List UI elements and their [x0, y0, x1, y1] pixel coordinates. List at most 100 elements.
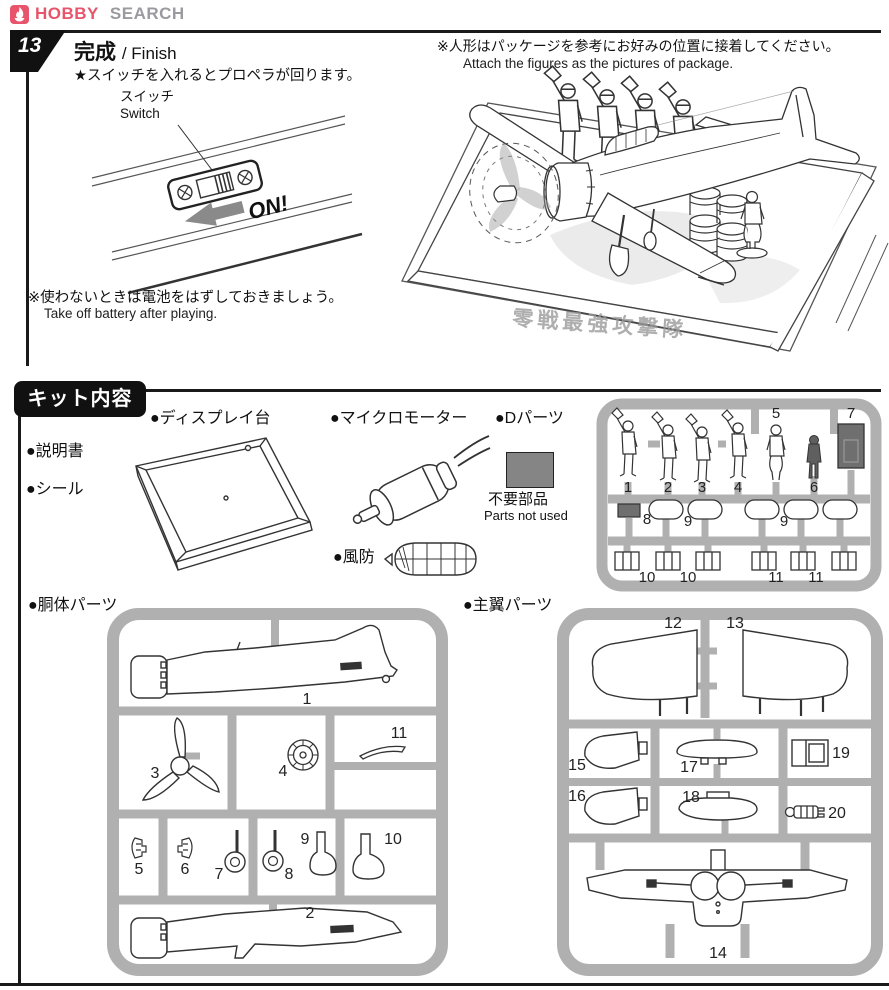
on-label: ON! [246, 190, 291, 224]
switch-illustration: ON! [167, 159, 291, 226]
fuselage-parts-sprue: 1 3 4 11 5 6 7 8 9 10 2 [107, 608, 448, 976]
section1-top-rule [55, 30, 881, 33]
part-number: 11 [808, 569, 824, 586]
battery-box-19 [791, 739, 829, 767]
step-title-jp: 完成 [74, 41, 116, 64]
canopy-illustration [383, 542, 477, 576]
on-arrow [184, 201, 245, 226]
micro-motor-illustration [352, 435, 491, 526]
part-number: 1 [303, 691, 312, 708]
gear-part-20 [784, 805, 825, 819]
part-number: 4 [734, 479, 742, 496]
part-number: 10 [384, 831, 402, 848]
wheel-part-7 [224, 830, 246, 873]
grid-parts [614, 551, 857, 571]
part-number: 7 [847, 405, 855, 422]
display-stand-label: ●ディスプレイ台 [150, 410, 271, 427]
small-part-6 [177, 837, 193, 859]
sprue-runners [107, 608, 448, 976]
part-number: 8 [285, 866, 294, 883]
wing-half-13 [742, 629, 849, 716]
manual-label: ●説明書 [26, 443, 84, 460]
drop-tank-17 [676, 739, 758, 765]
fuselage-parts-label: ●胴体パーツ [28, 597, 118, 614]
lower-wing-14 [586, 849, 848, 927]
sprue-runners [557, 608, 883, 976]
part-number: 4 [279, 763, 288, 780]
small-part-5 [131, 837, 147, 859]
part-number: 3 [698, 479, 706, 496]
step-title-en: / Finish [121, 44, 177, 63]
part-number: 9 [684, 513, 692, 530]
wing-parts-label: ●主翼パーツ [463, 597, 553, 614]
finished-model-illustration: 零戦最強攻撃隊 [401, 65, 889, 352]
battery-note-en: Take off battery after playing. [44, 306, 218, 321]
part-number: 11 [391, 725, 408, 742]
gear-cover-9 [309, 831, 337, 876]
display-stand-illustration [135, 437, 313, 571]
part-number: 17 [680, 759, 698, 776]
part-number: 9 [301, 831, 310, 848]
part-number: 8 [643, 511, 651, 528]
brand-search: SEARCH [109, 4, 185, 23]
dark-figure-part [806, 435, 822, 479]
sprue-runners [596, 398, 882, 592]
part-number: 10 [639, 569, 656, 586]
figures-note-en: Attach the figures as the pictures of pa… [463, 56, 734, 71]
engine-part [287, 739, 319, 771]
part-number: 10 [680, 569, 697, 586]
pilot-figure [736, 190, 768, 259]
fuselage-part-2 [130, 907, 403, 959]
part-number: 13 [726, 615, 744, 632]
windshield-label: ●風防 [333, 549, 375, 566]
hobby-search-logo: HOBBY SEARCH [10, 4, 185, 24]
part-number: 12 [664, 615, 682, 632]
stabilizer-15 [584, 731, 648, 769]
fuselage-part-1 [130, 624, 398, 699]
finish-illustration: ON! 零戦最強攻撃隊 [91, 65, 889, 352]
flame-icon [10, 4, 29, 24]
kit-left-rule [18, 392, 21, 983]
fuel-drums [689, 186, 748, 262]
part-number: 14 [709, 945, 727, 962]
battery-note-jp: ※使わないときは電池をはずしておきましょう。 [28, 290, 343, 306]
micro-motor-label: ●マイクロモーター [330, 410, 468, 427]
part-number: 9 [780, 513, 788, 530]
step-badge: 13 [10, 30, 66, 72]
part-number: 18 [682, 789, 700, 806]
part-number: 19 [832, 745, 850, 762]
pilot-part [766, 424, 786, 481]
wing-half-12 [591, 629, 698, 716]
stabilizer-16 [584, 787, 648, 825]
unused-label-jp: 不要部品 [488, 491, 549, 508]
kit-contents-badge: キット内容 [14, 381, 146, 417]
unused-part-swatch [506, 452, 554, 488]
part-number: 6 [810, 479, 818, 496]
part-number: 1 [624, 479, 632, 496]
brand-hobby: HOBBY [35, 4, 99, 23]
switch-label-jp: スイッチ [120, 89, 174, 104]
part-number: 3 [151, 765, 160, 782]
part-number: 2 [306, 905, 315, 922]
spinning-propeller [469, 142, 559, 244]
small-dark-part [617, 503, 641, 518]
gear-cover-10 [352, 833, 385, 880]
seat-part [837, 423, 865, 469]
zero-fighter [469, 86, 860, 286]
switch-label: スイッチ Switch [120, 88, 174, 122]
part-number: 6 [181, 861, 190, 878]
d-parts-sprue: 1 2 3 4 5 6 7 8 9 9 10 10 11 11 [596, 398, 882, 592]
oval-parts [648, 499, 858, 520]
kit-bottom-rule [0, 983, 889, 986]
section1-left-rule [26, 33, 29, 366]
part-number: 5 [135, 861, 144, 878]
part-number: 2 [664, 479, 672, 496]
unused-label-en: Parts not used [484, 508, 568, 523]
step-number: 13 [18, 34, 42, 57]
part-number: 11 [768, 569, 784, 586]
part-number: 15 [568, 757, 586, 774]
switch-label-en: Switch [120, 106, 160, 121]
figures-note-jp: ※人形はパッケージを参考にお好みの位置に接着してください。 [437, 38, 840, 54]
wing-parts-sprue: 12 13 15 16 17 18 19 20 14 [557, 608, 883, 976]
